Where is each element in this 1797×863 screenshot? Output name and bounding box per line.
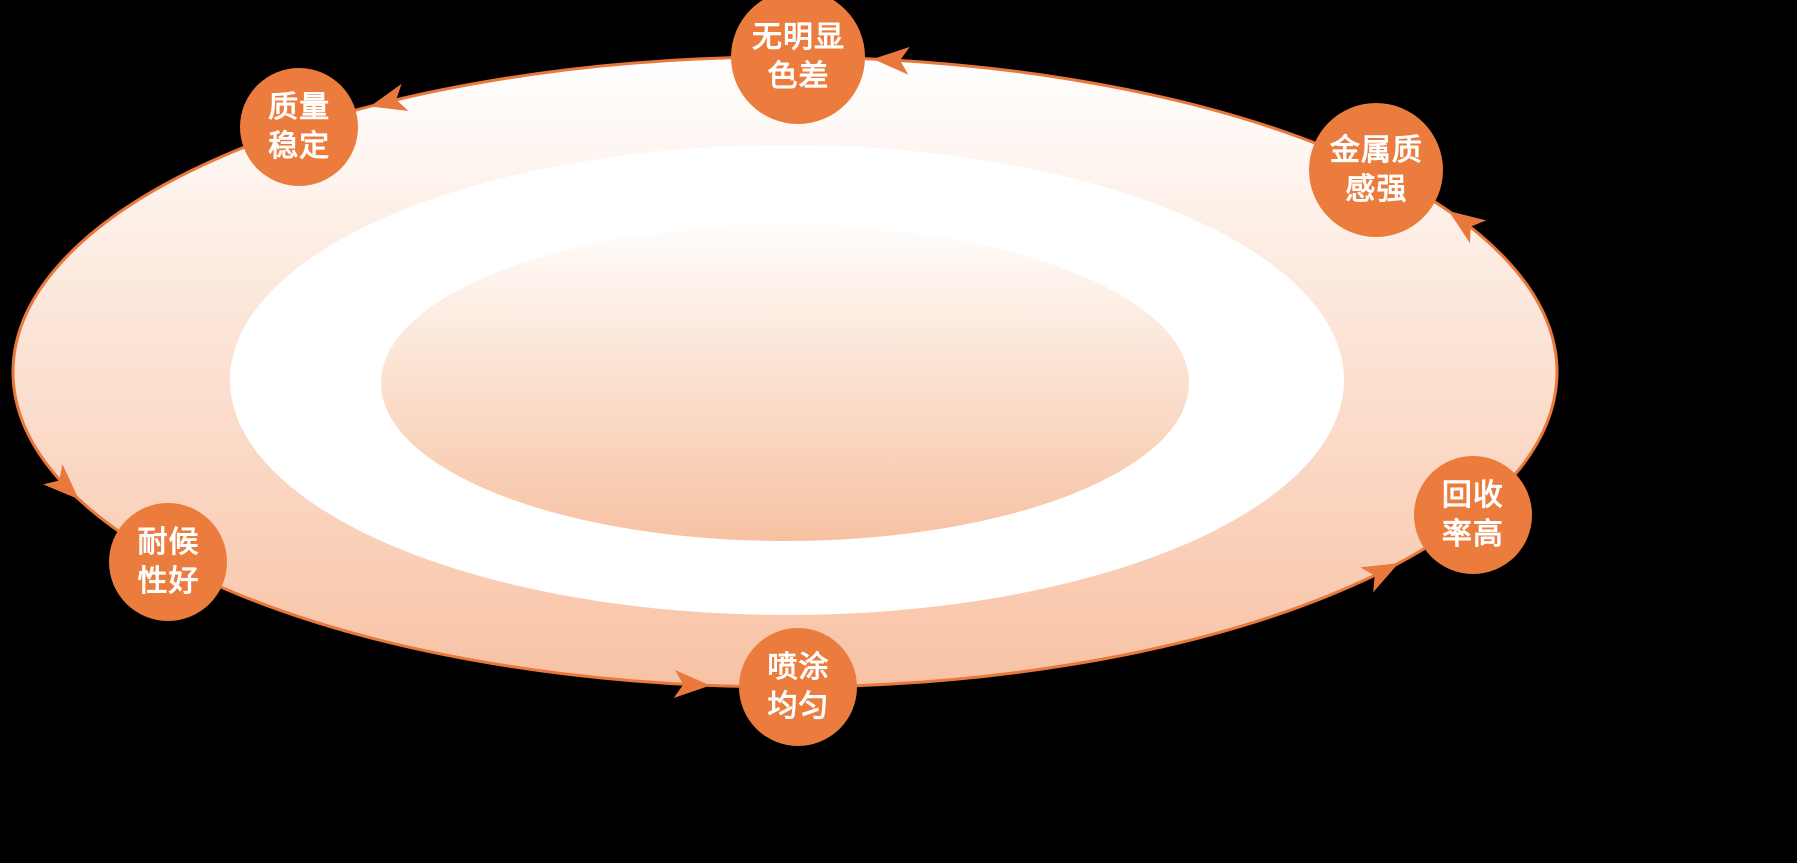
cycle-item-label: 性好 <box>137 563 200 599</box>
cycle-item-label: 无明显 <box>751 20 845 56</box>
cycle-item-good-weather-resistance: 耐候性好 <box>109 502 228 621</box>
cycle-arrow-icon <box>873 46 910 75</box>
cycle-item-label: 回收 <box>1441 478 1504 513</box>
cycle-item-no-visible-color-difference: 无明显色差 <box>731 0 866 125</box>
cycle-item-label: 质量 <box>268 90 331 126</box>
cycle-item-label: 感强 <box>1345 171 1408 207</box>
cycle-arrow-icon <box>673 670 711 698</box>
cycle-item-uniform-spraying: 喷涂均匀 <box>739 627 858 746</box>
cycle-arrow-icon <box>43 464 79 500</box>
cycle-item-label: 喷涂 <box>767 649 830 685</box>
cycle-item-label: 耐候 <box>137 524 200 560</box>
cycle-item-stable-quality: 质量稳定 <box>240 68 359 187</box>
cycle-arrow-icon <box>370 83 409 112</box>
cycle-item-label: 率高 <box>1441 517 1504 552</box>
cycle-item-label: 色差 <box>767 59 830 95</box>
cycle-inner-ellipse <box>381 225 1189 541</box>
cycle-item-label: 金属质 <box>1329 132 1423 168</box>
cycle-arrow-icon <box>1448 211 1487 244</box>
cycle-item-strong-metallic-texture: 金属质感强 <box>1309 102 1444 237</box>
cycle-item-label: 均匀 <box>767 688 830 724</box>
cycle-item-high-recycling-rate: 回收率高 <box>1413 456 1532 574</box>
cycle-item-label: 稳定 <box>268 129 331 165</box>
cycle-arrow-icon <box>1360 563 1399 593</box>
